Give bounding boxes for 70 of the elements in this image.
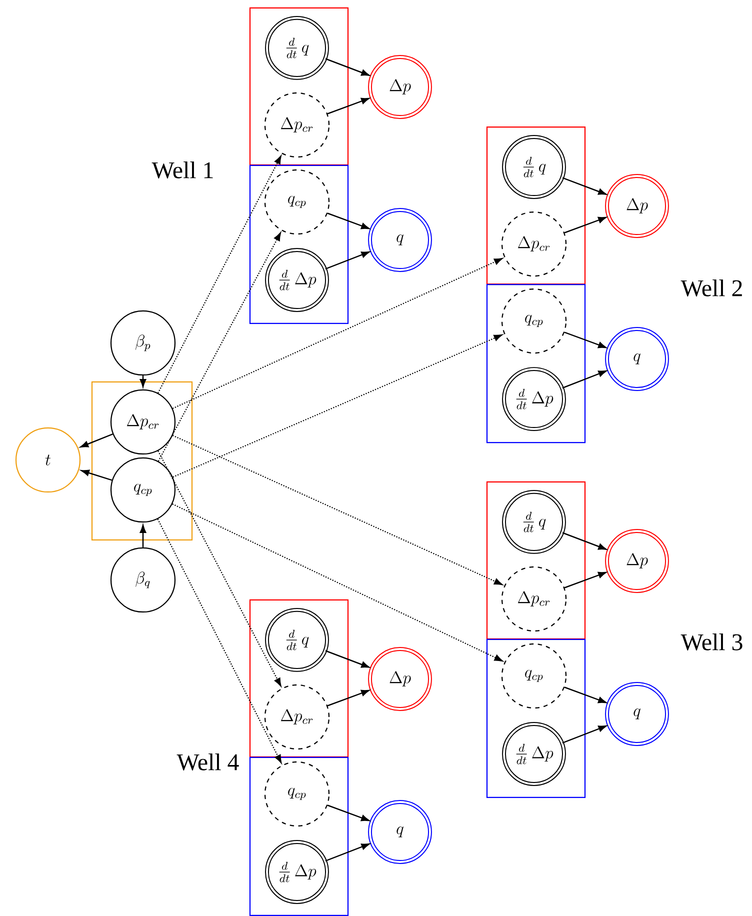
well-label: Well 2 xyxy=(680,280,742,296)
dashed-circle-node: $q_{cp}$ xyxy=(264,169,330,235)
group-box xyxy=(486,126,586,285)
double-circle-node: $\Delta p$ xyxy=(605,174,669,238)
arrow xyxy=(327,804,370,822)
arrow xyxy=(140,376,146,388)
arrow xyxy=(564,572,606,588)
arrow xyxy=(172,258,503,410)
double-circle-node: $\frac{d}{dt}\, q$ xyxy=(502,490,566,554)
double-circle-node: $\frac{d}{dt}\, q$ xyxy=(502,135,566,199)
arrow xyxy=(327,212,370,230)
arrow xyxy=(562,532,606,550)
arrow xyxy=(562,177,606,195)
arrow xyxy=(172,434,503,586)
arrow xyxy=(325,58,370,76)
circle-node: $t$ xyxy=(15,427,81,493)
double-circle-node: $\frac{d}{dt}\, \Delta p$ xyxy=(265,248,329,312)
circle-node: $q_{cp}$ xyxy=(110,457,176,523)
plate-box xyxy=(91,381,193,541)
dashed-circle-node: $\Delta p_{cr}$ xyxy=(501,566,567,632)
arrow xyxy=(564,216,606,234)
arrow xyxy=(80,434,113,448)
double-circle-node: $\frac{d}{dt}\, \Delta p$ xyxy=(502,367,566,431)
arrow xyxy=(564,686,606,704)
circle-node: $\beta_p$ xyxy=(110,310,176,376)
well-label: Well 4 xyxy=(176,754,239,770)
arrow xyxy=(325,843,370,862)
well-label: Well 3 xyxy=(680,634,742,650)
dashed-circle-node: $q_{cp}$ xyxy=(501,643,567,709)
double-circle-node: $\frac{d}{dt}\, q$ xyxy=(265,608,329,672)
arrow xyxy=(158,232,282,462)
arrow xyxy=(564,332,606,348)
dashed-circle-node: $q_{cp}$ xyxy=(501,288,567,354)
arrow xyxy=(325,650,370,668)
group-box xyxy=(249,599,349,758)
dashed-circle-node: $q_{cp}$ xyxy=(264,761,330,827)
group-box xyxy=(249,164,349,324)
double-circle-node: $\Delta p$ xyxy=(368,647,432,711)
group-box xyxy=(249,756,349,916)
arrow xyxy=(562,370,607,389)
group-box xyxy=(486,284,586,444)
arrow xyxy=(140,524,146,548)
arrow xyxy=(327,690,370,706)
group-box xyxy=(249,7,349,166)
dashed-circle-node: $\Delta p_{cr}$ xyxy=(264,684,330,750)
arrow xyxy=(172,503,503,662)
arrow xyxy=(158,450,282,686)
arrow xyxy=(172,334,502,478)
circle-node: $\Delta p_{cr}$ xyxy=(110,389,176,455)
arrow xyxy=(81,470,112,481)
double-circle-node: $\frac{d}{dt}\, \Delta p$ xyxy=(265,840,329,904)
double-circle-node: $q$ xyxy=(368,800,432,864)
dashed-circle-node: $\Delta p_{cr}$ xyxy=(264,92,330,158)
double-circle-node: $q$ xyxy=(368,208,432,272)
dashed-circle-node: $\Delta p_{cr}$ xyxy=(501,211,567,277)
double-circle-node: $\Delta p$ xyxy=(605,529,669,593)
arrow xyxy=(157,518,282,764)
arrow xyxy=(157,156,282,394)
circle-node: $\beta_q$ xyxy=(110,547,176,613)
double-circle-node: $\frac{d}{dt}\, q$ xyxy=(265,16,329,80)
double-circle-node: $q$ xyxy=(605,327,669,391)
double-circle-node: $q$ xyxy=(605,682,669,746)
group-box xyxy=(486,481,586,640)
double-circle-node: $\Delta p$ xyxy=(368,55,432,119)
arrow xyxy=(325,251,370,270)
well-label: Well 1 xyxy=(152,162,213,178)
group-box xyxy=(486,638,586,798)
arrow xyxy=(327,98,370,114)
double-circle-node: $\frac{d}{dt}\, \Delta p$ xyxy=(502,722,566,786)
arrow xyxy=(562,725,607,744)
